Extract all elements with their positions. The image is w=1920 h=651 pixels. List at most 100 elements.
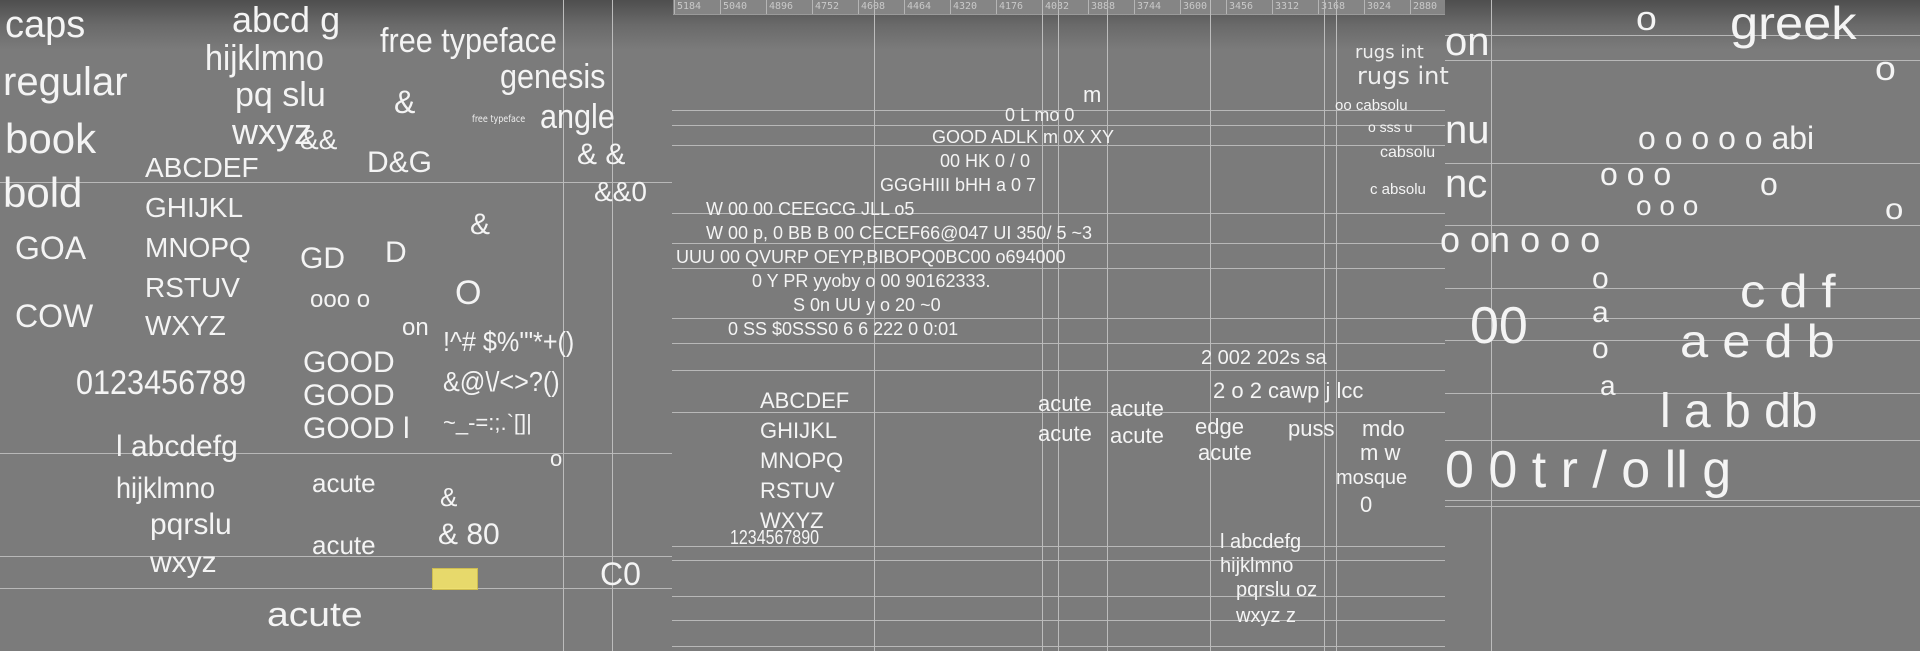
glyph-string-left[interactable]: abcd g [232, 0, 341, 40]
guideline[interactable] [0, 588, 672, 589]
vertical-guideline[interactable] [1491, 0, 1492, 651]
glyph-string-right[interactable]: nc [1445, 162, 1488, 206]
vertical-guideline[interactable] [612, 0, 613, 651]
glyph-string-middle[interactable]: 2 002 202s sa [1201, 347, 1327, 369]
glyph-string-left[interactable]: MNOPQ [145, 232, 251, 263]
glyph-string-left[interactable]: hijklmno [116, 472, 216, 505]
vertical-guideline[interactable] [1324, 0, 1325, 651]
glyph-string-middle[interactable]: 00 HK 0 / 0 [940, 151, 1031, 171]
glyph-string-left[interactable]: free typeface [380, 22, 557, 60]
glyph-string-right[interactable]: o o o o o abi [1638, 120, 1815, 156]
glyph-string-middle[interactable]: MNOPQ [760, 448, 844, 473]
glyph-string-left[interactable]: & [470, 208, 491, 241]
guideline[interactable] [0, 182, 672, 183]
glyph-string-left[interactable]: angle [540, 98, 615, 136]
glyph-string-left[interactable]: GOOD l [303, 412, 410, 445]
glyph-string-right[interactable]: o o o [1600, 156, 1672, 192]
glyph-string-middle[interactable]: acute [1110, 396, 1164, 421]
glyph-string-middle[interactable]: GOOD ADLK m 0X XY [932, 127, 1115, 147]
glyph-string-left[interactable]: ABCDEF [145, 152, 259, 183]
glyph-string-right[interactable]: 0 0 t r / o ll g [1445, 441, 1732, 499]
glyph-string-left[interactable]: & & [577, 138, 626, 171]
glyph-string-middle[interactable]: hijklmno [1220, 555, 1294, 577]
glyph-string-middle[interactable]: mdo [1362, 416, 1405, 441]
glyph-string-left[interactable]: l abcdefg [116, 430, 238, 463]
guideline[interactable] [1445, 288, 1920, 289]
glyph-string-left[interactable]: ~_-=:;.`[]| [443, 410, 532, 435]
guideline[interactable] [0, 453, 672, 454]
vertical-guideline[interactable] [874, 0, 875, 651]
glyph-string-right[interactable]: o [1875, 50, 1896, 88]
guideline[interactable] [1445, 393, 1920, 394]
glyph-string-middle[interactable]: acute [1110, 423, 1164, 448]
glyph-string-middle[interactable]: S 0n UU y o 20 ~0 [793, 295, 941, 315]
glyph-string-right[interactable]: o o o [1636, 190, 1699, 221]
glyph-string-left[interactable]: O [455, 274, 482, 312]
glyph-string-left[interactable]: bold [3, 169, 83, 216]
glyph-string-middle[interactable]: 2 o 2 cawp j lcc [1213, 378, 1364, 403]
guideline[interactable] [1445, 506, 1920, 507]
glyph-string-left[interactable]: & [440, 482, 458, 512]
glyph-string-middle[interactable]: mosque [1336, 467, 1408, 489]
guideline[interactable] [1445, 318, 1920, 319]
glyph-string-middle[interactable]: RSTUV [760, 478, 835, 503]
glyph-string-left[interactable]: GOOD [303, 379, 395, 412]
glyph-string-left[interactable]: o [550, 446, 563, 471]
glyph-string-middle[interactable]: 0 L mo 0 [1005, 105, 1075, 125]
glyph-string-left[interactable]: 0123456789 [76, 364, 247, 402]
guideline[interactable] [0, 556, 672, 557]
vertical-guideline[interactable] [1058, 0, 1059, 651]
glyph-string-right[interactable]: a e d b [1680, 315, 1835, 367]
glyph-string-left[interactable]: on [402, 314, 429, 341]
glyph-string-right[interactable]: greek [1730, 0, 1857, 49]
guideline[interactable] [1445, 440, 1920, 441]
glyph-string-right[interactable]: o on o o o [1440, 219, 1601, 260]
glyph-string-left[interactable]: genesis [500, 58, 606, 96]
glyph-string-left[interactable]: GHIJKL [145, 192, 244, 223]
glyph-string-left[interactable]: && [300, 124, 338, 155]
glyph-string-left[interactable]: &@\/<>?() [443, 366, 560, 397]
glyph-string-middle[interactable]: 0 SS $0SSS0 6 6 222 0 0:01 [728, 319, 959, 339]
glyph-string-left[interactable]: COW [15, 298, 94, 334]
glyph-string-left[interactable]: & 80 [438, 518, 500, 551]
glyph-string-middle[interactable]: W 00 p, 0 BB B 00 CECEF66@047 UI 350/ 5 … [706, 223, 1092, 243]
guideline[interactable] [1445, 35, 1920, 36]
glyph-string-left[interactable]: free typeface [472, 114, 526, 125]
glyph-string-middle[interactable]: UUU 00 QVURP OEYP,BIBOPQ0BC00 o694000 [676, 247, 1066, 267]
glyph-string-left[interactable]: D&G [367, 146, 433, 179]
glyph-string-middle[interactable]: l abcdefg [1220, 531, 1302, 553]
guideline[interactable] [1445, 225, 1920, 226]
glyph-string-middle[interactable]: puss [1288, 416, 1335, 441]
selected-nodes-highlight[interactable] [432, 568, 478, 590]
glyph-string-left[interactable]: regular [3, 60, 128, 104]
glyph-string-middle[interactable]: oo cabsolu [1335, 97, 1408, 114]
glyph-string-middle[interactable]: 0 Y PR yyoby o 00 90162333. [752, 271, 991, 291]
glyph-string-left[interactable]: RSTUV [145, 272, 240, 303]
glyph-string-right[interactable]: o [1885, 193, 1904, 226]
glyph-string-middle[interactable]: wxyz z [1236, 605, 1296, 627]
glyph-string-middle[interactable]: edge [1195, 414, 1244, 439]
glyph-string-middle[interactable]: acute [1038, 421, 1092, 446]
glyph-string-left[interactable]: ooo o [310, 286, 371, 313]
glyph-string-left[interactable]: !^# $%'"*+() [443, 326, 575, 357]
glyph-string-right[interactable]: c d f [1740, 265, 1836, 317]
glyph-string-middle[interactable]: ABCDEF [760, 388, 850, 413]
glyph-string-middle[interactable]: pqrslu oz [1236, 579, 1318, 601]
glyph-string-left[interactable]: book [5, 115, 97, 162]
guideline[interactable] [1445, 60, 1920, 61]
glyph-string-left[interactable]: acute [267, 596, 363, 634]
glyph-string-left[interactable]: acute [312, 530, 376, 560]
glyph-string-right[interactable]: l a b db [1660, 385, 1818, 438]
glyph-string-middle[interactable]: 0 [1360, 492, 1373, 517]
vertical-guideline[interactable] [563, 0, 564, 651]
glyph-string-right[interactable]: o [1760, 166, 1778, 202]
glyph-string-left[interactable]: hijklmno [205, 37, 324, 78]
glyph-string-middle[interactable]: cabsolu [1380, 144, 1436, 161]
vertical-guideline[interactable] [1210, 0, 1211, 651]
glyph-string-right[interactable]: o [1592, 332, 1609, 365]
glyph-string-middle[interactable]: WXYZ [760, 508, 824, 533]
glyph-string-right[interactable]: o [1592, 262, 1609, 295]
glyph-string-left[interactable]: &&0 [594, 176, 647, 207]
